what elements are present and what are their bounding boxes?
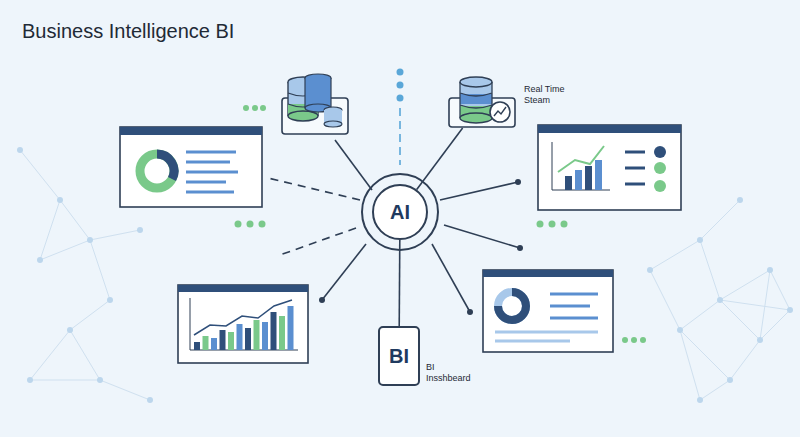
- node-text: BI Insshbeard: [426, 362, 478, 384]
- dashboard-panel: [483, 270, 613, 352]
- database-icon: [282, 74, 348, 134]
- diagram-title: Business Intelligence BI: [22, 20, 234, 43]
- node-text: BI: [389, 345, 409, 368]
- phone-node: BIBI Insshbeard: [378, 326, 420, 386]
- connector: [399, 240, 401, 326]
- connector: [417, 128, 463, 190]
- dashboard-panel: [178, 285, 308, 363]
- dots: [397, 69, 404, 102]
- node-text: AI: [390, 201, 410, 224]
- dashboard-panel: [120, 127, 262, 207]
- ai-ring: [362, 174, 438, 250]
- dashboard-panel: [538, 125, 681, 210]
- database-icon-node: Real Time Steam: [448, 76, 516, 128]
- node-text: Real Time Steam: [524, 84, 580, 106]
- ai-circle: AI: [372, 184, 428, 240]
- database-symbol: [448, 76, 516, 128]
